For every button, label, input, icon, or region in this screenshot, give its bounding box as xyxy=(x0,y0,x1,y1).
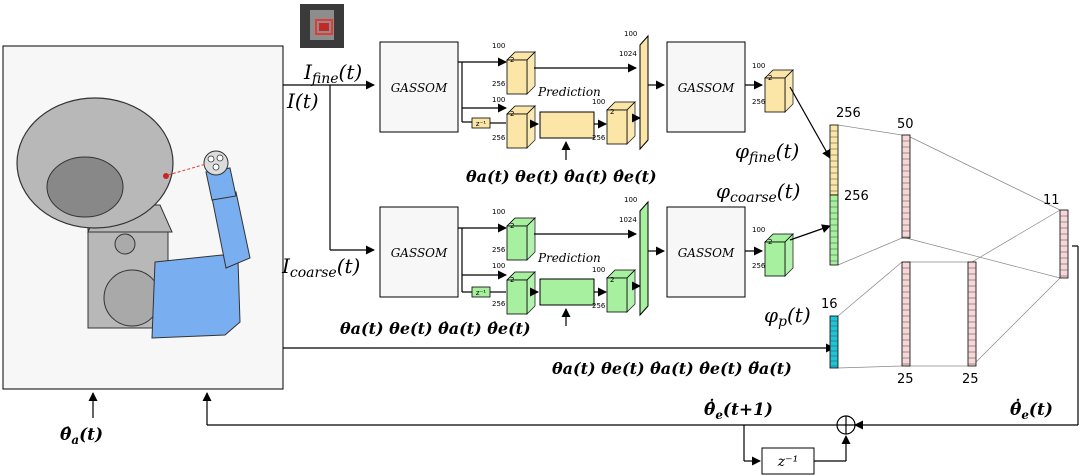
dim-output-11: 11 xyxy=(1043,193,1060,208)
feature-cube xyxy=(764,69,794,113)
delay-small-coarse-label: z⁻¹ xyxy=(476,289,486,297)
label-theta-e-hat-next: θ̂̇e(t+1) xyxy=(704,398,773,422)
gassom-fine-1-label: GASSOM xyxy=(391,81,448,95)
hidden-layer-50 xyxy=(901,134,911,239)
fine-dim-100e: 100 xyxy=(752,62,765,70)
coarse-dim-2a: 2 xyxy=(510,222,514,230)
dim-fine-256: 256 xyxy=(836,106,861,121)
gassom-fine-2-label: GASSOM xyxy=(678,81,735,95)
fine-dim-100b: 100 xyxy=(492,96,505,104)
gassom-coarse-2 xyxy=(666,206,746,298)
coarse-dim-256e: 256 xyxy=(752,262,766,270)
coarse-dim-2e: 2 xyxy=(768,238,772,246)
fine-feature-vector xyxy=(829,124,839,196)
fine-dim-2b: 2 xyxy=(510,110,514,118)
concat-coarse xyxy=(639,200,649,317)
coarse-dim-2c: 2 xyxy=(610,276,614,284)
label-theta-a-hat: θ̂a(t) xyxy=(60,425,103,447)
coarse-dim-100d: 100 xyxy=(624,196,637,204)
dim-hidden2a-25: 25 xyxy=(897,372,914,387)
state-fine: θa(t) θe(t) θ̇a(t) θ̇e(t) xyxy=(466,167,657,186)
coarse-feature-vector xyxy=(829,194,839,266)
coarse-dim-2b: 2 xyxy=(510,276,514,284)
fine-dim-2c: 2 xyxy=(610,108,614,116)
prediction-fine-block xyxy=(539,111,595,139)
delay-small-fine-label: z⁻¹ xyxy=(476,120,486,128)
label-theta-e-hat: θ̂̇e(t) xyxy=(1010,398,1053,422)
coarse-dim-256b: 256 xyxy=(492,300,506,308)
fine-dim-256e: 256 xyxy=(752,98,766,106)
concat-fine xyxy=(639,34,649,151)
fine-dim-100a: 100 xyxy=(492,42,505,50)
coarse-dim-100a: 100 xyxy=(492,208,505,216)
proprio-feature-vector xyxy=(829,315,839,369)
state-coarse: θa(t) θe(t) θ̇a(t) θ̇e(t) xyxy=(340,319,531,338)
robot-head-icon xyxy=(16,97,251,339)
dim-hidden2b-25: 25 xyxy=(962,372,979,387)
delay-block-label: z⁻¹ xyxy=(777,454,798,470)
fine-dim-256c: 256 xyxy=(592,134,606,142)
gassom-fine-1 xyxy=(379,41,459,133)
gassom-coarse-2-label: GASSOM xyxy=(678,246,735,260)
label-i-t: I(t) xyxy=(286,89,319,113)
feature-cube xyxy=(606,101,636,145)
dim-coarse-256: 256 xyxy=(844,189,869,204)
prediction-coarse-label: Prediction xyxy=(537,251,601,265)
gassom-fine-2 xyxy=(666,41,746,133)
coarse-dim-1024: 1024 xyxy=(619,216,637,224)
coarse-dim-100b: 100 xyxy=(492,262,505,270)
delay-block xyxy=(761,447,815,475)
coarse-dim-100c: 100 xyxy=(592,266,605,274)
fine-dim-1024: 1024 xyxy=(619,50,637,58)
state-proprio: θa(t) θe(t) θ̇a(t) θ̇e(t) θ̈a(t) xyxy=(552,359,792,378)
label-i-fine: Ifine(t) xyxy=(303,60,362,87)
dim-hidden1-50: 50 xyxy=(897,117,914,132)
label-phi-coarse: φcoarse(t) xyxy=(716,179,800,206)
hidden-layer-25b xyxy=(967,261,977,367)
label-phi-fine: φfine(t) xyxy=(735,139,799,166)
dim-proprio-16: 16 xyxy=(821,297,838,312)
hidden-layer-25a xyxy=(901,261,911,367)
fine-dim-256a: 256 xyxy=(492,80,506,88)
fine-dim-256b: 256 xyxy=(492,134,506,142)
feature-cube xyxy=(764,233,794,277)
fine-dim-100c: 100 xyxy=(592,98,605,106)
fine-dim-2a: 2 xyxy=(510,56,514,64)
fine-dim-100d: 100 xyxy=(624,30,637,38)
feature-cube xyxy=(506,105,536,149)
feature-cube xyxy=(606,269,636,313)
prediction-fine-label: Prediction xyxy=(537,85,601,99)
coarse-dim-100e: 100 xyxy=(752,226,765,234)
coarse-dim-256c: 256 xyxy=(592,302,606,310)
feature-cube xyxy=(506,217,536,261)
patch-thumbnail-icon xyxy=(300,4,344,48)
label-phi-p: φp(t) xyxy=(764,303,811,330)
gassom-coarse-1-label: GASSOM xyxy=(391,246,448,260)
prediction-coarse-block xyxy=(539,278,595,306)
feature-cube xyxy=(506,51,536,95)
coarse-dim-256a: 256 xyxy=(492,246,506,254)
label-i-coarse: Icoarse(t) xyxy=(281,254,360,281)
gassom-coarse-1 xyxy=(379,206,459,298)
output-layer-11 xyxy=(1059,209,1069,279)
fine-dim-2e: 2 xyxy=(768,74,772,82)
